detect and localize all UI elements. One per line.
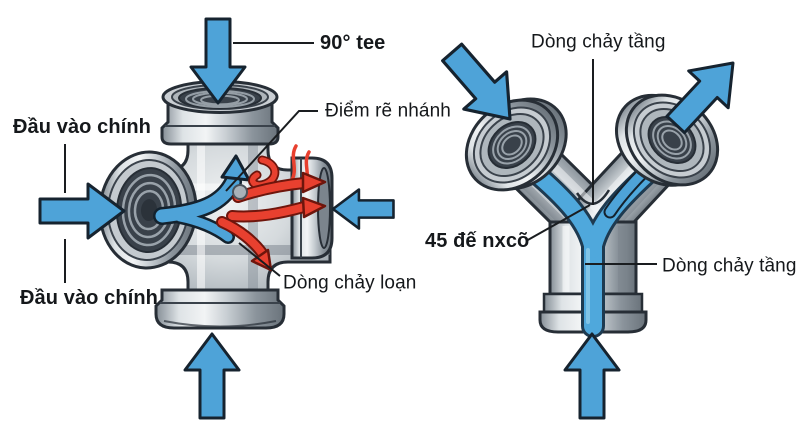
tee-label: 90° tee [320,32,386,54]
wye-left-threads [492,125,532,165]
wye-bottom-inflow-arrow [563,332,621,420]
wye-left-opening [464,97,568,192]
main-inlet-bottom-label: Đầu vào chính [20,287,158,309]
branch-point-leader-line [225,110,318,192]
branch-point-dot [232,184,248,200]
wye-fitting-label: 45 đế nxcõ [425,230,530,252]
tee-left-socket [98,150,198,270]
turbulent-flow-label: Dòng chảy loạn [283,272,417,294]
turbulent-flow-leader-line [238,242,281,277]
laminar-flow-right-label: Dòng chảy tầng [662,255,797,277]
branch-point-label: Điểm rẽ nhánh [325,100,451,122]
wye-leader-line [525,204,591,242]
laminar-flow-top-label: Dòng chảy tầng [531,31,666,53]
leader-lines [64,42,657,283]
main-inlet-top-label: Đầu vào chính [13,116,151,138]
tee-bottom-socket [154,288,286,330]
tee-bottom-inflow-arrow [183,332,241,420]
tee-right-inflow-arrow [331,188,395,230]
